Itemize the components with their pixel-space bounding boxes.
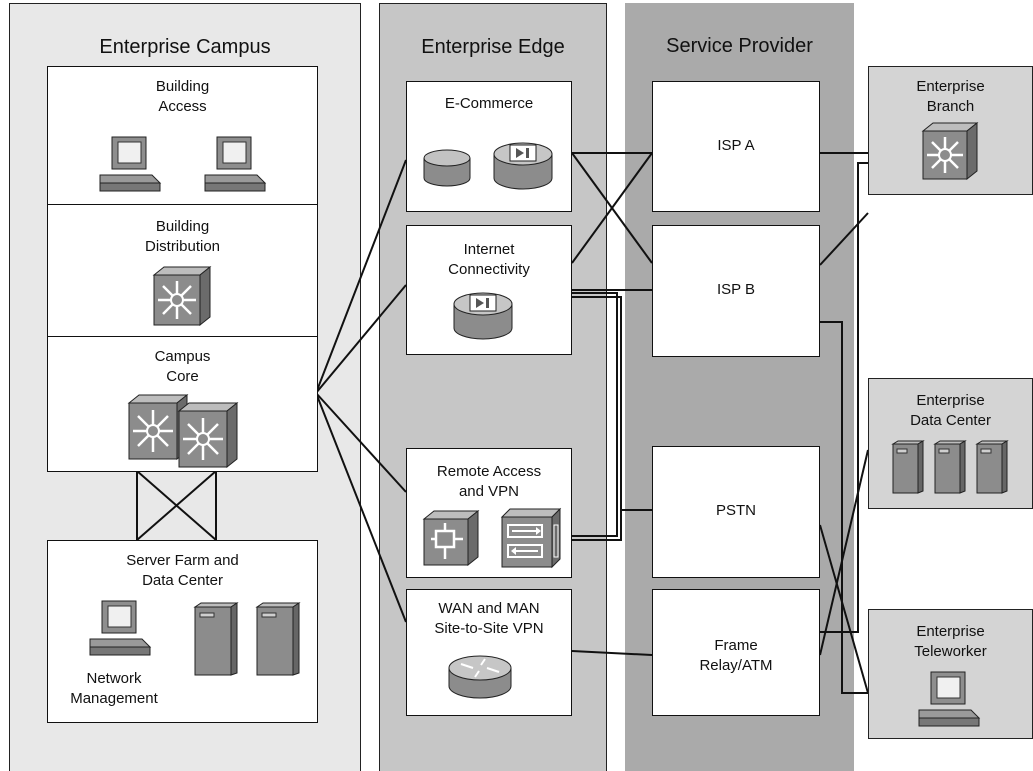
server-icon — [933, 440, 967, 494]
server-icon — [255, 602, 301, 676]
firewall-router-icon — [493, 142, 553, 190]
pstn-label: PSTN — [715, 502, 756, 519]
campus-core-label: Campus Core — [154, 348, 211, 385]
internet-connectivity-module: Internet Connectivity — [406, 225, 572, 355]
firewall-router-icon — [453, 292, 513, 340]
remote-access-vpn-label: Remote Access and VPN — [436, 463, 542, 500]
frame-relay-atm-module: Frame Relay/ATM — [652, 589, 820, 716]
enterprise-edge-title: Enterprise Edge — [421, 36, 565, 58]
server-farm-label: Server Farm and Data Center — [126, 552, 239, 589]
enterprise-campus-title: Enterprise Campus — [99, 36, 271, 58]
server-icon — [891, 440, 925, 494]
building-access-label: Building Access — [155, 78, 210, 115]
server-icon — [975, 440, 1009, 494]
isp-a-module: ISP A — [652, 81, 820, 212]
wan-man-vpn-module: WAN and MAN Site-to-Site VPN — [406, 589, 572, 716]
frame-relay-atm-label: Frame Relay/ATM — [699, 637, 773, 674]
pstn-module: PSTN — [652, 446, 820, 578]
wan-man-vpn-label: WAN and MAN Site-to-Site VPN — [434, 600, 544, 637]
workstation-icon — [99, 136, 162, 192]
e-commerce-label: E-Commerce — [444, 95, 534, 112]
server-farm-module: Server Farm and Data Center Network Mana… — [47, 540, 318, 723]
building-distribution-module: Building Distribution — [47, 204, 318, 337]
campus-core-module: Campus Core — [47, 336, 318, 472]
enterprise-teleworker-label: Enterprise Teleworker — [914, 623, 987, 660]
building-distribution-label: Building Distribution — [144, 218, 221, 255]
management-workstation-icon — [89, 600, 152, 656]
workstation-icon — [918, 671, 981, 727]
access-server-icon — [422, 509, 480, 567]
enterprise-branch-label: Enterprise Branch — [916, 78, 985, 115]
workstation-icon — [204, 136, 267, 192]
router-icon — [448, 655, 512, 699]
enterprise-data-center-site: Enterprise Data Center — [868, 378, 1033, 509]
vpn-concentrator-icon — [500, 507, 562, 569]
server-icon — [193, 602, 239, 676]
isp-b-label: ISP B — [716, 281, 756, 298]
remote-access-vpn-module: Remote Access and VPN — [406, 448, 572, 578]
e-commerce-module: E-Commerce — [406, 81, 572, 212]
database-icon — [423, 149, 471, 187]
isp-a-label: ISP A — [717, 137, 755, 154]
multilayer-switch-icon — [152, 265, 212, 327]
enterprise-data-center-label: Enterprise Data Center — [910, 392, 991, 429]
service-provider-title: Service Provider — [666, 35, 813, 57]
network-management-label: Network Management — [70, 670, 158, 707]
enterprise-teleworker-site: Enterprise Teleworker — [868, 609, 1033, 739]
multilayer-switch-icon — [921, 121, 979, 181]
building-access-module: Building Access — [47, 66, 318, 205]
enterprise-branch-site: Enterprise Branch — [868, 66, 1033, 195]
isp-b-module: ISP B — [652, 225, 820, 357]
internet-connectivity-label: Internet Connectivity — [448, 241, 530, 278]
core-switch-icon — [177, 401, 239, 469]
